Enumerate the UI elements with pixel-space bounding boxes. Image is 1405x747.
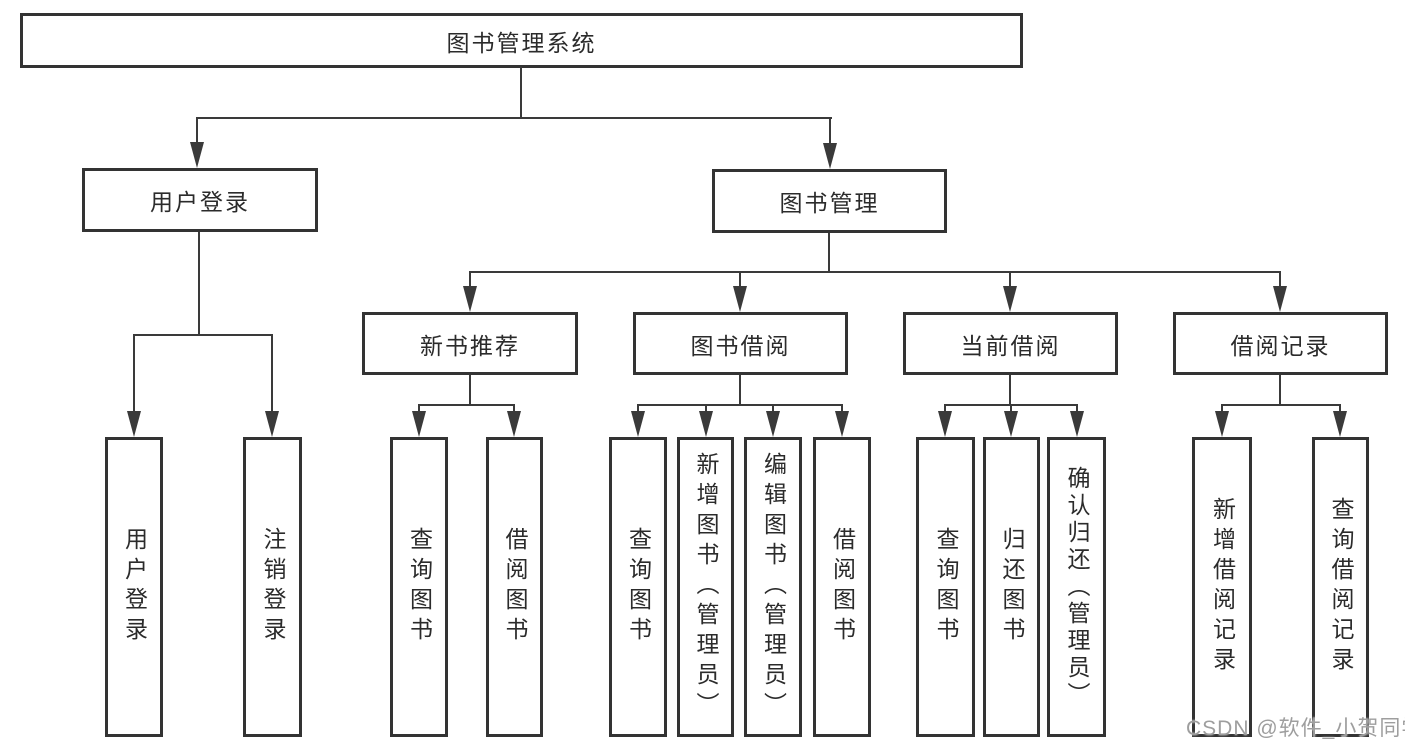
- connector-drop: [1009, 271, 1011, 288]
- connector-rail: [133, 334, 273, 336]
- connector-stem: [198, 232, 200, 336]
- connector-drop: [739, 271, 741, 288]
- connector-drop: [1221, 404, 1223, 413]
- node-label: 新增图书（管理员）: [693, 452, 719, 722]
- node-label: 确认归还（管理员）: [1064, 465, 1090, 709]
- arrowhead-icon: [766, 411, 780, 437]
- node-user-login-group: 用户登录: [82, 168, 318, 232]
- connector-drop: [1010, 404, 1012, 413]
- connector-root-rail: [196, 117, 832, 119]
- node-library-system: 图书管理系统: [20, 13, 1023, 68]
- connector-drop: [1076, 404, 1078, 413]
- arrowhead-icon: [699, 411, 713, 437]
- arrowhead-icon: [835, 411, 849, 437]
- arrowhead-icon: [463, 286, 477, 312]
- node-logout: 注销登录: [243, 437, 302, 737]
- node-label: 图书借阅: [690, 332, 791, 359]
- arrowhead-icon: [190, 142, 204, 168]
- connector-drop: [271, 334, 273, 413]
- node-user-login: 用户登录: [105, 437, 163, 737]
- connector-drop: [829, 117, 831, 145]
- arrowhead-icon: [412, 411, 426, 437]
- node-label: 查询借阅记录: [1328, 497, 1354, 677]
- node-label: 归还图书: [999, 527, 1025, 647]
- node-label: 查询图书: [933, 527, 959, 647]
- node-label: 注销登录: [260, 527, 286, 647]
- arrowhead-icon: [631, 411, 645, 437]
- connector-rail: [469, 271, 1281, 273]
- connector-drop: [418, 404, 420, 413]
- connector-rail: [418, 404, 515, 406]
- arrowhead-icon: [1333, 411, 1347, 437]
- connector-root-stem: [520, 67, 522, 119]
- node-return-books: 归还图书: [983, 437, 1040, 737]
- connector-drop: [841, 404, 843, 413]
- arrowhead-icon: [507, 411, 521, 437]
- node-borrow-records: 借阅记录: [1173, 312, 1388, 375]
- connector-stem: [1009, 375, 1011, 406]
- node-label: 查询图书: [406, 527, 433, 647]
- node-label: 用户登录: [150, 189, 250, 215]
- arrowhead-icon: [733, 286, 747, 312]
- csdn-watermark: CSDN @软件_小贺同学: [1186, 717, 1405, 740]
- arrowhead-icon: [1215, 411, 1229, 437]
- connector-drop: [705, 404, 707, 413]
- node-borrow-query-books: 查询图书: [609, 437, 667, 737]
- node-current-borrow: 当前借阅: [903, 312, 1118, 375]
- node-label: 图书管理系统: [446, 29, 597, 56]
- connector-stem: [469, 375, 471, 406]
- connector-drop: [196, 117, 198, 145]
- node-confirm-return-admin: 确认归还（管理员）: [1047, 437, 1106, 737]
- arrowhead-icon: [127, 411, 141, 437]
- node-book-management: 图书管理: [712, 169, 947, 233]
- node-recommend-borrow-books: 借阅图书: [486, 437, 543, 737]
- arrowhead-icon: [1070, 411, 1084, 437]
- arrowhead-icon: [1273, 286, 1287, 312]
- node-label: 新书推荐: [420, 332, 520, 359]
- node-add-books-admin: 新增图书（管理员）: [677, 437, 734, 737]
- node-label: 图书管理: [779, 190, 880, 216]
- connector-drop: [513, 404, 515, 413]
- arrowhead-icon: [823, 143, 837, 169]
- arrowhead-icon: [1003, 286, 1017, 312]
- node-label: 编辑图书（管理员）: [760, 452, 787, 722]
- node-label: 查询图书: [625, 527, 652, 647]
- connector-stem: [1279, 375, 1281, 406]
- node-edit-books-admin: 编辑图书（管理员）: [744, 437, 802, 737]
- node-label: 借阅记录: [1230, 332, 1331, 359]
- node-label: 用户登录: [121, 527, 148, 647]
- connector-drop: [133, 334, 135, 413]
- node-borrow-books: 借阅图书: [813, 437, 871, 737]
- connector-drop: [944, 404, 946, 413]
- node-new-book-recommend: 新书推荐: [362, 312, 578, 375]
- node-add-borrow-record: 新增借阅记录: [1192, 437, 1252, 737]
- connector-rail: [1221, 404, 1341, 406]
- arrowhead-icon: [1004, 411, 1018, 437]
- connector-stem: [828, 233, 830, 273]
- connector-drop: [637, 404, 639, 413]
- connector-drop: [772, 404, 774, 413]
- connector-drop: [469, 271, 471, 288]
- arrowhead-icon: [938, 411, 952, 437]
- node-label: 新增借阅记录: [1209, 497, 1236, 677]
- node-book-borrow: 图书借阅: [633, 312, 848, 375]
- node-label: 借阅图书: [502, 527, 528, 647]
- node-recommend-query-books: 查询图书: [390, 437, 448, 737]
- connector-drop: [1339, 404, 1341, 413]
- connector-stem: [739, 375, 741, 406]
- node-query-borrow-record: 查询借阅记录: [1312, 437, 1369, 737]
- node-current-query-books: 查询图书: [916, 437, 975, 737]
- node-label: 借阅图书: [829, 527, 856, 647]
- connector-drop: [1279, 271, 1281, 288]
- connector-rail: [637, 404, 843, 406]
- arrowhead-icon: [265, 411, 279, 437]
- node-label: 当前借阅: [960, 332, 1061, 359]
